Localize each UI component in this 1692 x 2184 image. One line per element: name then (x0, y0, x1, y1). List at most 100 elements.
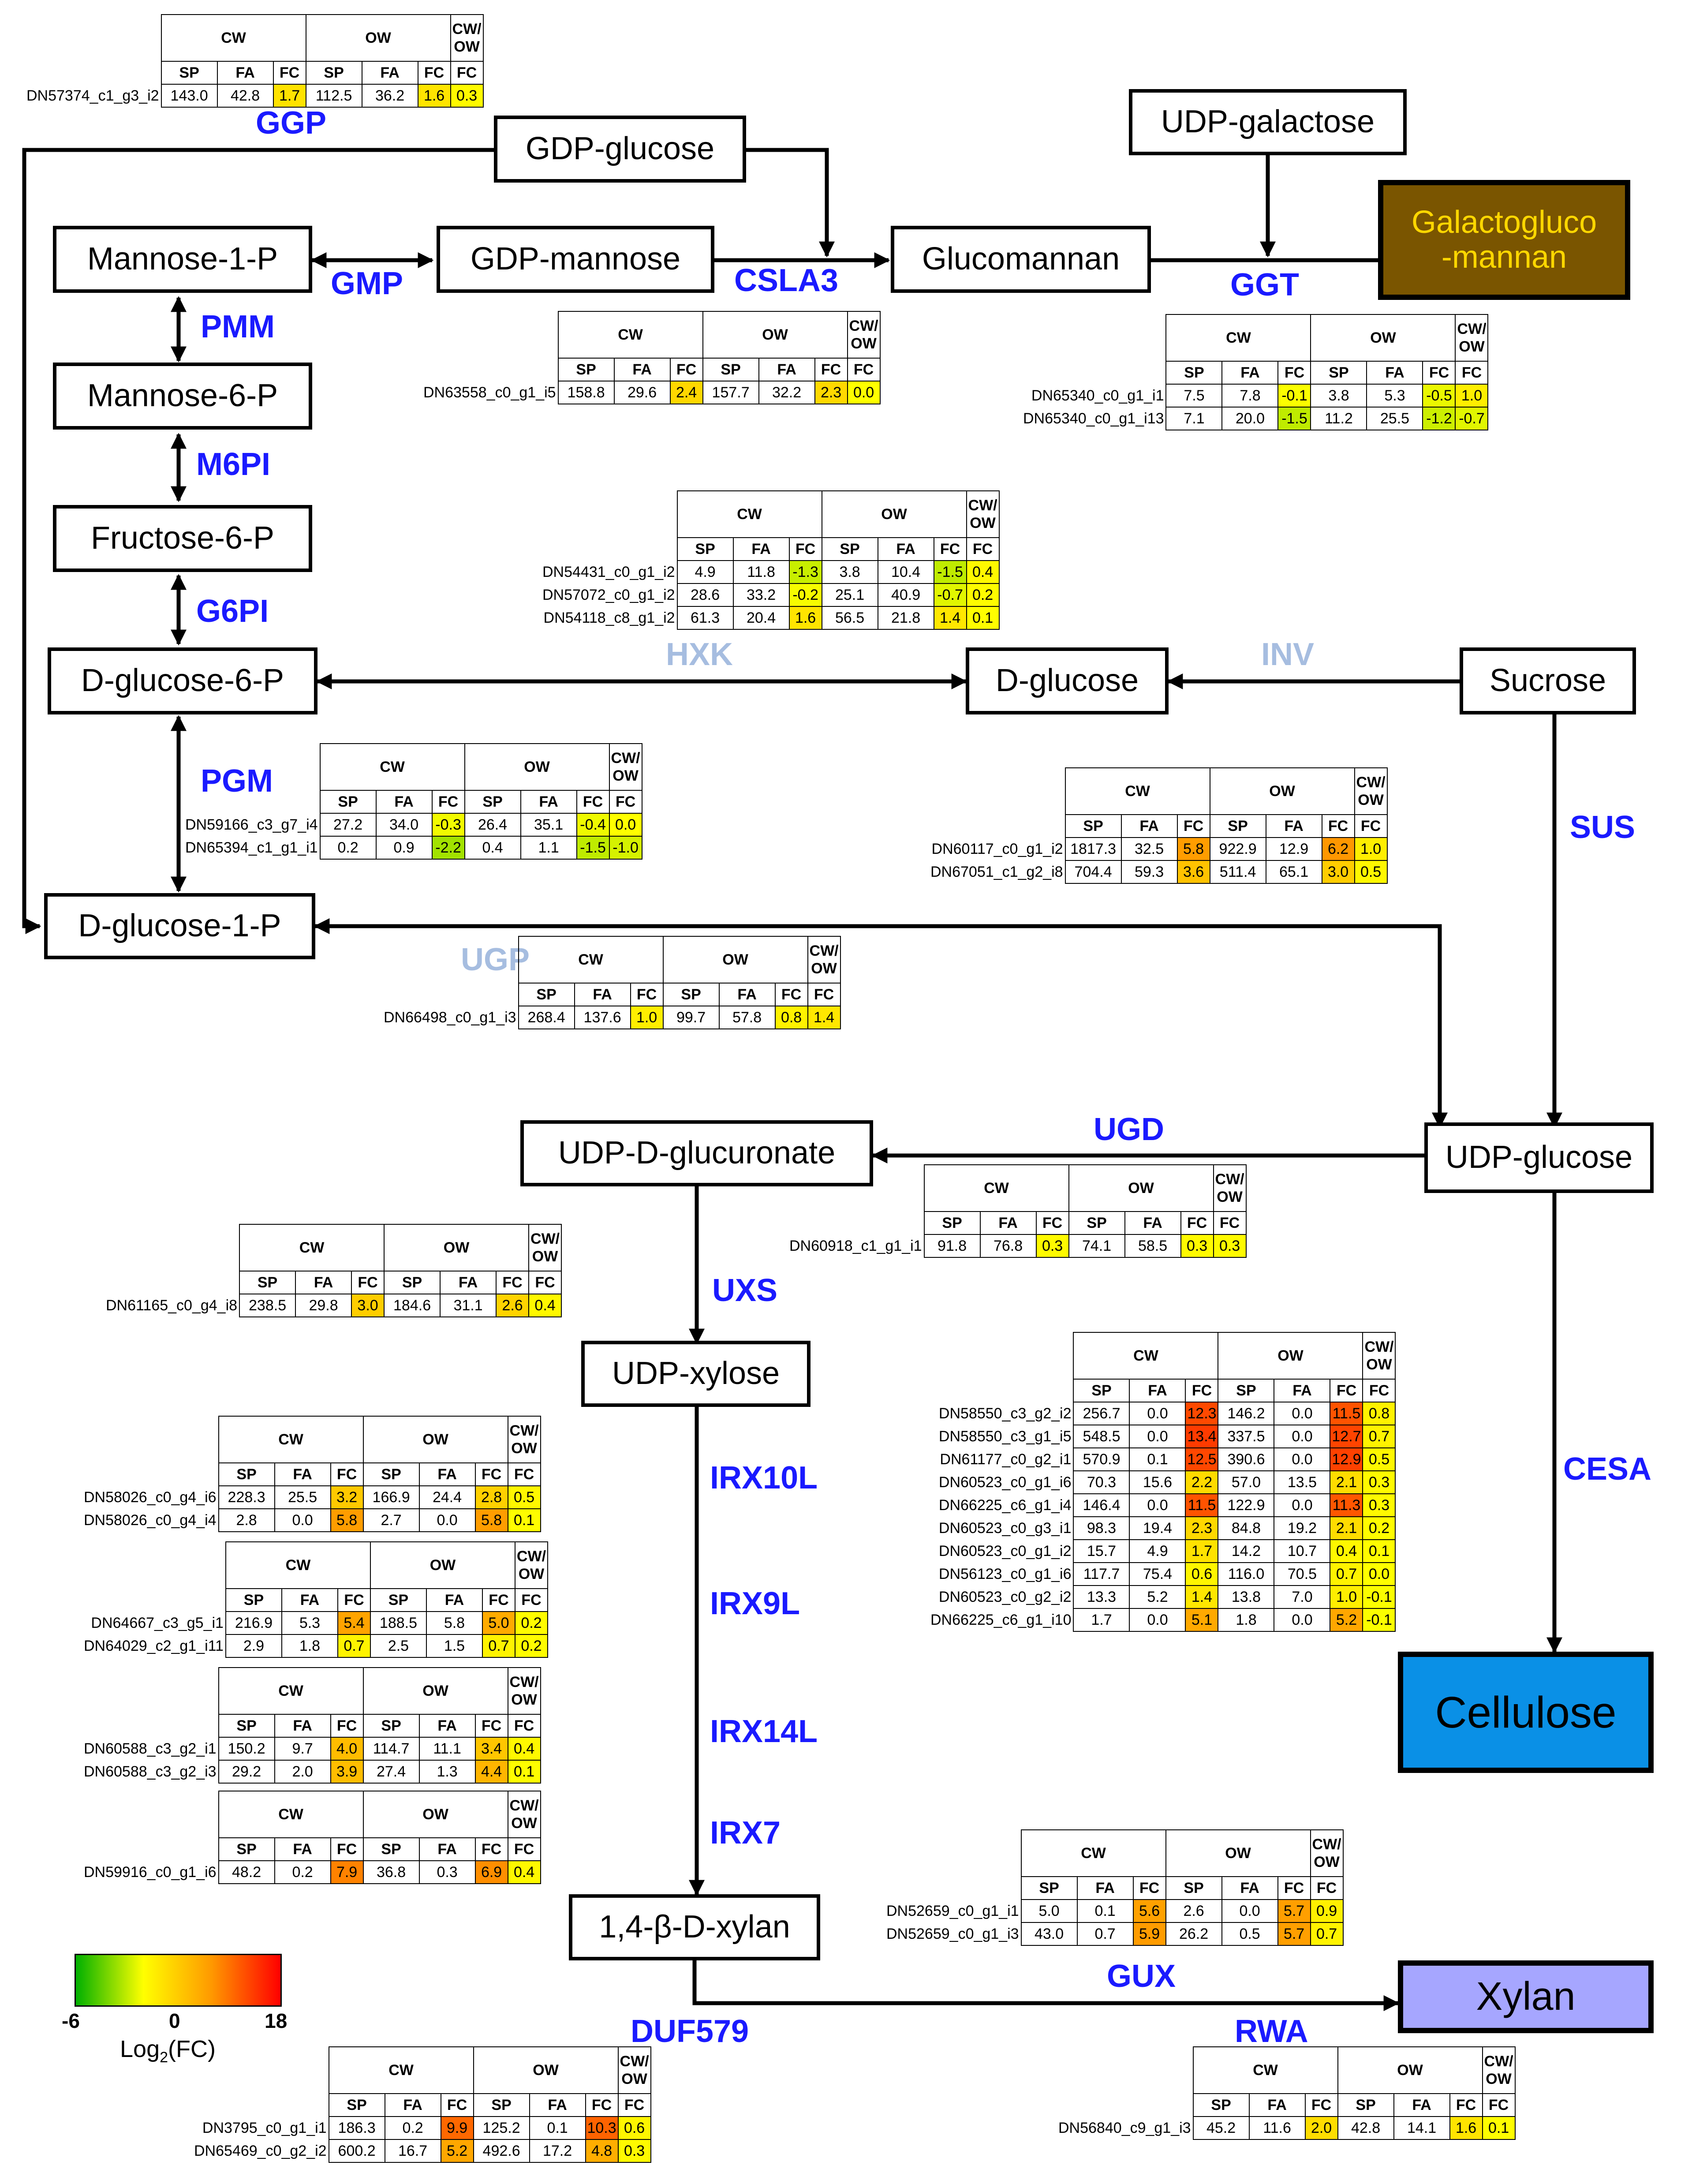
fc-cell: 4.8 (585, 2139, 619, 2163)
header-fc: FC (337, 1588, 371, 1612)
header-sp: SP (557, 358, 615, 381)
header-sp: SP (1165, 361, 1223, 385)
value-cell: 7.8 (1221, 384, 1279, 408)
cwow-fc-cell: 0.3 (617, 2139, 651, 2163)
header-sp: SP (1065, 814, 1122, 838)
header-fc: FC (1422, 361, 1456, 385)
header-ow: OW (1209, 767, 1355, 815)
header-fc: FC (474, 1462, 508, 1486)
value-cell: 91.8 (923, 1234, 981, 1258)
gene-id: DN66225_c6_g1_i4 (938, 1497, 1072, 1514)
header-fa: FA (758, 358, 815, 381)
header-fa: FA (440, 1271, 497, 1294)
value-cell: 24.4 (418, 1485, 476, 1509)
node-udp-d-glucuronate: UDP-D-glucuronate (520, 1120, 873, 1186)
cwow-fc-cell: -0.1 (1362, 1585, 1396, 1609)
value-cell: 19.2 (1274, 1516, 1331, 1540)
header-fa: FA (1121, 814, 1178, 838)
cwow-fc-cell: 1.4 (807, 1006, 841, 1029)
enzyme-gux: GUX (1107, 1959, 1176, 1994)
header-sp: SP (362, 1462, 420, 1486)
fc-cell: 3.2 (330, 1485, 364, 1509)
header-ow: OW (1337, 2046, 1483, 2094)
header-fc: FC (1321, 814, 1355, 838)
header-cw-ow: CW/ OW (807, 936, 841, 984)
cwow-fc-cell: 0.2 (514, 1611, 548, 1635)
value-cell: 1.7 (1073, 1608, 1130, 1632)
header-cw: CW (923, 1164, 1069, 1212)
header-cw-ow: CW/ OW (507, 1667, 541, 1715)
gene-id: DN52659_c0_g1_i3 (886, 1926, 1019, 1942)
legend-title: Log2(FC) (120, 2036, 216, 2066)
enzyme-pgm: PGM (201, 763, 273, 799)
gene-id: DN56840_c9_g1_i3 (1058, 2120, 1191, 2136)
header-sp: SP (225, 1588, 282, 1612)
fc-cell: 5.4 (337, 1611, 371, 1635)
header-sp: SP (319, 790, 377, 814)
header-sp: SP (161, 61, 218, 85)
fc-cell: 4.4 (474, 1760, 508, 1784)
enzyme-rwa: RWA (1235, 2014, 1308, 2049)
value-cell: 57.8 (718, 1006, 776, 1029)
fc-cell: 5.2 (1330, 1608, 1363, 1632)
header-fc: FC (1180, 1211, 1214, 1235)
gene-id: DN60523_c0_g1_i6 (938, 1474, 1072, 1491)
enzyme-irx14l: IRX14L (710, 1714, 818, 1749)
value-cell: 45.2 (1192, 2116, 1250, 2140)
fc-cell: 0.3 (1035, 1234, 1069, 1258)
node-galactoglucomannan: Galactogluco -mannan (1378, 180, 1630, 300)
value-cell: 14.1 (1393, 2116, 1450, 2140)
value-cell: 10.4 (877, 560, 934, 584)
header-cw-ow: CW/ OW (514, 1541, 548, 1589)
header-cw: CW (1165, 314, 1311, 362)
value-cell: 99.7 (662, 1006, 720, 1029)
header-cw: CW (218, 1416, 364, 1463)
header-fa: FA (217, 61, 274, 85)
header-fc: FC (576, 790, 610, 814)
header-fc: FC (1213, 1211, 1247, 1235)
header-ow: OW (464, 743, 610, 791)
header-ow: OW (821, 490, 967, 538)
enzyme-csla3: CSLA3 (734, 263, 839, 298)
header-cw: CW (1065, 767, 1210, 815)
enzyme-pmm: PMM (201, 309, 275, 344)
header-cw: CW (676, 490, 822, 538)
value-cell: 34.0 (375, 813, 433, 837)
value-cell: 42.8 (217, 84, 274, 108)
header-sp: SP (473, 2093, 530, 2117)
value-cell: 2.5 (370, 1634, 427, 1658)
cwow-fc-cell: 0.3 (450, 84, 484, 108)
header-fc: FC (330, 1462, 364, 1486)
fc-cell: 5.0 (482, 1611, 515, 1635)
edge-g1p-udpglucose (314, 918, 1448, 1129)
value-cell: 0.0 (1129, 1402, 1186, 1425)
header-sp: SP (1073, 1379, 1130, 1402)
value-cell: 16.7 (384, 2139, 441, 2163)
gene-id: DN3795_c0_g1_i1 (202, 2120, 327, 2136)
value-cell: 3.8 (821, 560, 878, 584)
header-sp: SP (1020, 1876, 1078, 1900)
header-fa: FA (418, 1462, 476, 1486)
header-fa: FA (274, 1714, 331, 1738)
header-fc: FC (774, 983, 808, 1006)
header-sp: SP (923, 1211, 981, 1235)
value-cell: 0.5 (1221, 1922, 1278, 1946)
fc-cell: 0.6 (1185, 1562, 1219, 1586)
value-cell: 1.8 (281, 1634, 338, 1658)
header-fc: FC (1482, 2093, 1516, 2117)
fc-cell: 1.7 (1185, 1539, 1219, 1563)
header-fa: FA (418, 1714, 476, 1738)
header-cw: CW (239, 1224, 385, 1272)
cwow-fc-cell: -0.7 (1455, 407, 1489, 430)
fc-cell: 1.0 (630, 1006, 664, 1029)
node-xylan: Xylan (1398, 1960, 1654, 2033)
